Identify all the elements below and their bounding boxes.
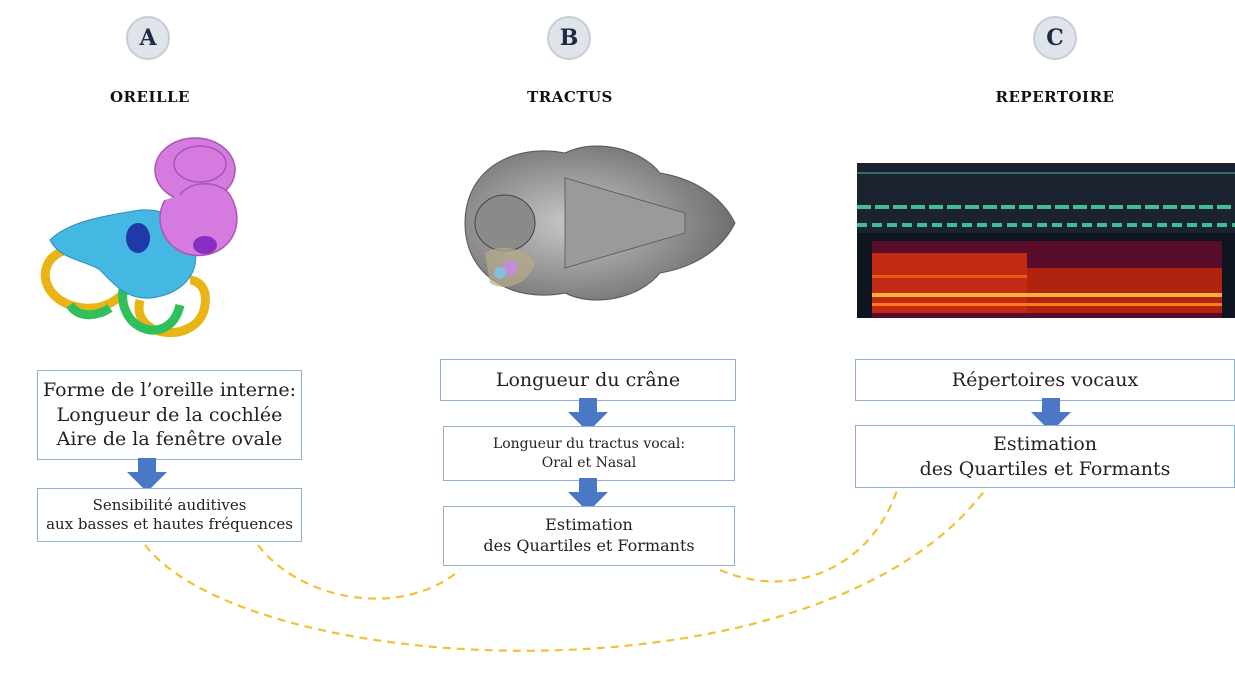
badge-c: C (1033, 16, 1077, 60)
box-b2: Longueur du tractus vocal: Oral et Nasal (443, 426, 735, 481)
connector-a2-b3 (257, 544, 461, 600)
inner-ear-illustration (40, 137, 238, 338)
box-b2-line2: Oral et Nasal (541, 454, 637, 471)
badge-a: A (126, 16, 170, 60)
connector-b3-c2 (719, 489, 899, 583)
box-a1: Forme de l’oreille interne: Longueur de … (37, 370, 302, 460)
box-c1-line1: Répertoires vocaux (951, 368, 1139, 391)
box-b3-line1: Estimation (545, 515, 633, 535)
box-a1-line1: Forme de l’oreille interne: (43, 378, 296, 401)
arrow-down-icon (127, 458, 167, 492)
title-repertoire: REPERTOIRE (995, 88, 1115, 106)
arrow-down-icon (1031, 398, 1071, 432)
box-b1-line1: Longueur du crâne (495, 368, 681, 391)
badge-b: B (547, 16, 591, 60)
box-b3: Estimation des Quartiles et Formants (443, 506, 735, 566)
box-a1-line3: Aire de la fenêtre ovale (56, 428, 283, 451)
title-tractus: TRACTUS (527, 88, 613, 106)
box-b1: Longueur du crâne (440, 359, 736, 401)
box-b3-line2: des Quartiles et Formants (483, 536, 695, 555)
box-c1: Répertoires vocaux (855, 359, 1235, 401)
box-b2-line1: Longueur du tractus vocal: (492, 436, 686, 453)
title-oreille: OREILLE (109, 88, 190, 106)
arrow-down-icon (568, 398, 608, 432)
box-c2: Estimation des Quartiles et Formants (855, 425, 1235, 488)
skull-illustration (464, 145, 736, 301)
box-a1-line2: Longueur de la cochlée (56, 403, 283, 426)
box-a2-line2: aux basses et hautes fréquences (46, 515, 293, 533)
spectrogram-illustration (857, 163, 1235, 318)
box-a2-line1: Sensibilité auditives (92, 495, 247, 514)
box-c2-line1: Estimation (992, 432, 1098, 455)
box-c2-line2: des Quartiles et Formants (919, 457, 1171, 480)
box-a2: Sensibilité auditives aux basses et haut… (37, 488, 302, 542)
